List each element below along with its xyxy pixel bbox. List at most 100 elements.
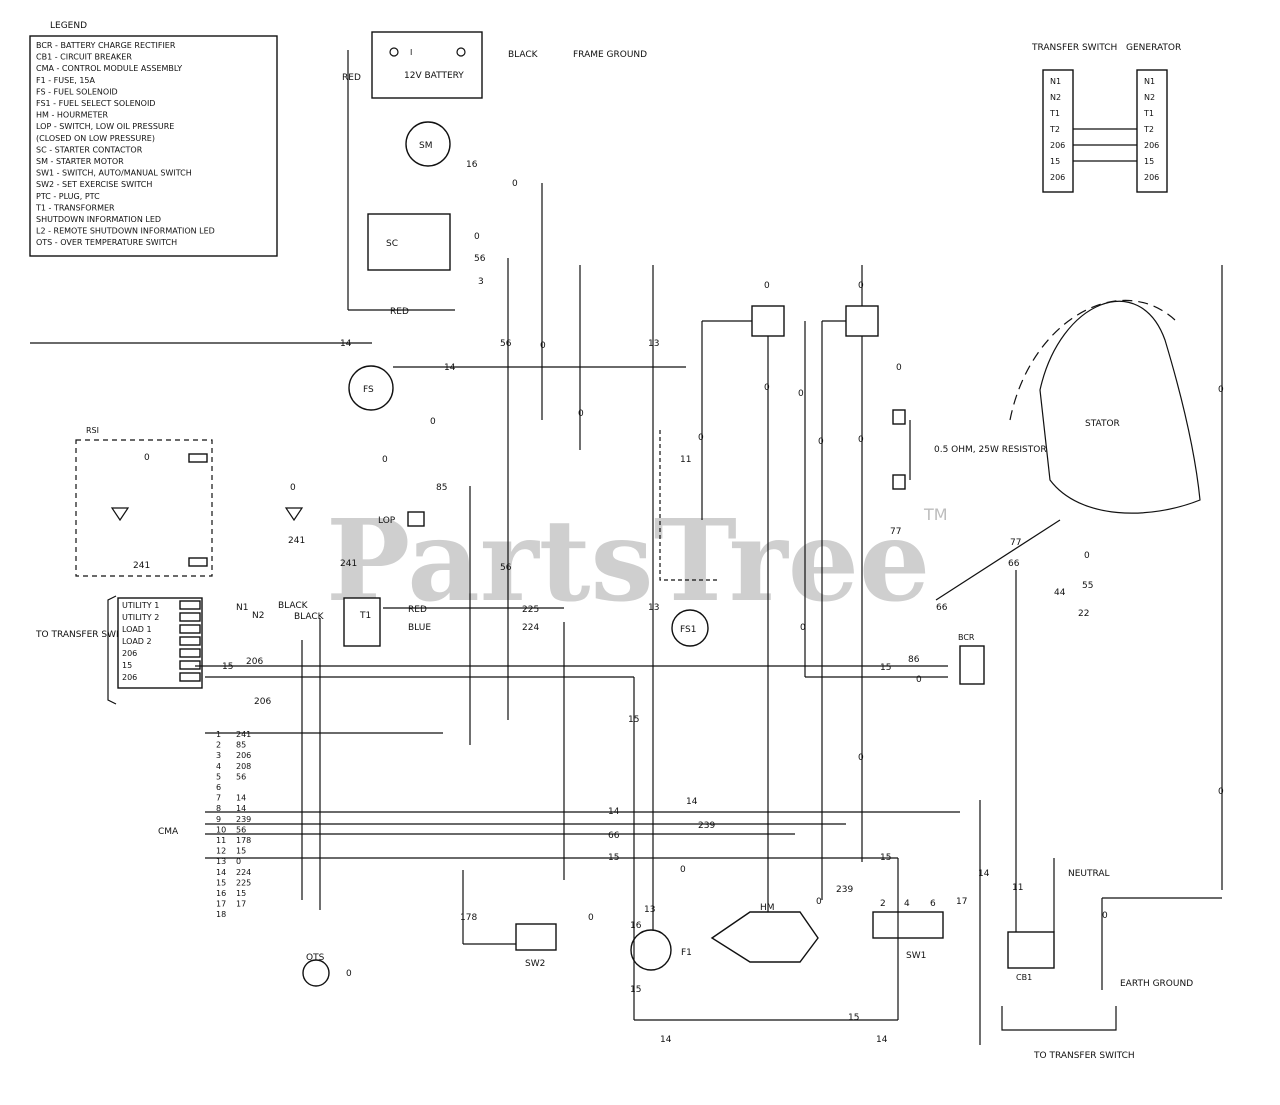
legend-item: SM - STARTER MOTOR xyxy=(36,157,124,166)
cma-label: CMA xyxy=(158,827,179,837)
neutral-label: NEUTRAL xyxy=(1068,869,1110,879)
ts-block-terminal xyxy=(179,660,201,670)
legend-item: OTS - OVER TEMPERATURE SWITCH xyxy=(36,238,177,247)
ts-block-row: UTILITY 1 xyxy=(122,601,159,610)
cma-pin-number: 2 xyxy=(216,741,221,750)
wl-14-g: 14 xyxy=(876,1035,888,1045)
legend-item: SW1 - SWITCH, AUTO/MANUAL SWITCH xyxy=(36,169,192,178)
cma-pin-number: 7 xyxy=(216,794,221,803)
wl-0-j: 0 xyxy=(382,455,388,465)
legend-item: SC - STARTER CONTACTOR xyxy=(36,145,143,154)
wl-66-c: 66 xyxy=(608,831,620,841)
wl-206-b: 206 xyxy=(254,697,271,707)
wire-66 xyxy=(935,519,1061,601)
wl-0-h: 0 xyxy=(896,363,902,373)
transfer-terminal: N1 xyxy=(1050,77,1061,86)
sw1-pin-4: 4 xyxy=(904,899,910,909)
earth-ground-label: EARTH GROUND xyxy=(1120,979,1193,989)
cma-pin-number: 1 xyxy=(216,730,221,739)
starter-contactor-label: SC xyxy=(386,239,398,249)
wl-241-c: 241 xyxy=(340,559,357,569)
wl-0-b: 0 xyxy=(540,341,546,351)
wl-15-b: 15 xyxy=(222,662,233,672)
wire-label-sc-0: 0 xyxy=(474,232,480,242)
transformer-box xyxy=(343,597,381,647)
ts-n1: N1 xyxy=(236,603,248,613)
battery-terminal-pos xyxy=(456,47,466,57)
wl-224: 224 xyxy=(522,623,539,633)
wl-0-i: 0 xyxy=(144,453,150,463)
wire-label-241-b: 241 xyxy=(288,536,305,546)
cma-pin-number: 13 xyxy=(216,857,226,866)
cma-pin-number: 14 xyxy=(216,868,226,877)
wl-15-g: 15 xyxy=(848,1013,859,1023)
wl-0-o: 0 xyxy=(588,913,594,923)
transfer-connector: TRANSFER SWITCH GENERATOR N1N2T1T2206152… xyxy=(1031,43,1181,193)
cma-pin-wire: 239 xyxy=(236,815,251,824)
legend-title: LEGEND xyxy=(50,21,87,31)
ts-black-2: BLACK xyxy=(294,612,325,622)
wl-15-c: 15 xyxy=(628,715,639,725)
cma-pin-number: 5 xyxy=(216,772,221,781)
transfer-terminal: N2 xyxy=(1050,93,1061,102)
wl-0-t: 0 xyxy=(698,433,704,443)
legend-item: T1 - TRANSFORMER xyxy=(35,203,115,212)
wl-225: 225 xyxy=(522,605,539,615)
led-connector-bottom xyxy=(188,557,208,567)
legend-item: SHUTDOWN INFORMATION LED xyxy=(36,215,161,224)
wl-178: 178 xyxy=(460,913,477,923)
battery-minus: I xyxy=(410,48,412,57)
transformer: T1 RED BLUE xyxy=(343,597,431,647)
cma-pin-wire: 15 xyxy=(236,889,246,898)
wl-66-b: 66 xyxy=(936,603,948,613)
f1-label: F1 xyxy=(681,948,692,958)
fuel-solenoid-circle xyxy=(348,365,394,411)
wl-0-e: 0 xyxy=(764,281,770,291)
ts-block-row: LOAD 1 xyxy=(122,625,152,634)
wl-0-r: 0 xyxy=(1218,385,1224,395)
cb1-label: CB1 xyxy=(1016,973,1032,982)
wl-13-a: 13 xyxy=(648,339,659,349)
stator-dash xyxy=(1009,299,1176,421)
transformer-label: T1 xyxy=(359,611,371,621)
wl-17: 17 xyxy=(956,897,967,907)
sw1-switch xyxy=(872,911,944,939)
wl-14-e: 14 xyxy=(978,869,990,879)
bcr-box xyxy=(959,645,985,685)
sw1-label: SW1 xyxy=(906,951,926,961)
ts-block-terminal xyxy=(179,672,201,682)
transfer-switch-title: TRANSFER SWITCH xyxy=(1031,43,1117,53)
ts-n2: N2 xyxy=(252,611,264,621)
ots-label: OTS xyxy=(306,953,325,963)
wl-66-a: 66 xyxy=(1008,559,1020,569)
transformer-blue: BLUE xyxy=(408,623,431,633)
dashed-fs1 xyxy=(659,430,720,581)
cma-pin-number: 4 xyxy=(216,762,221,771)
legend-item: L2 - REMOTE SHUTDOWN INFORMATION LED xyxy=(36,227,215,236)
legend-item: CB1 - CIRCUIT BREAKER xyxy=(36,53,132,62)
transfer-terminal: 206 xyxy=(1050,173,1065,182)
wire-label-241-a: 241 xyxy=(133,561,150,571)
wl-13-c: 13 xyxy=(644,905,655,915)
sw1-pin-2: 2 xyxy=(880,899,886,909)
battery-black-label: BLACK xyxy=(508,50,539,60)
cma-pin-wire: 15 xyxy=(236,847,246,856)
lop-label: LOP xyxy=(378,516,396,526)
starter-motor-label: SM xyxy=(419,141,432,151)
ts-block-row: UTILITY 2 xyxy=(122,613,159,622)
wire-label-3: 3 xyxy=(478,277,484,287)
ts-black-1: BLACK xyxy=(278,601,309,611)
ts-block-row: 206 xyxy=(122,673,137,682)
stator-outline xyxy=(1039,300,1201,514)
wl-77-a: 77 xyxy=(890,527,901,537)
wl-0-w: 0 xyxy=(858,435,864,445)
resistor-top xyxy=(892,409,906,425)
wl-0-f: 0 xyxy=(764,383,770,393)
legend-item: LOP - SWITCH, LOW OIL PRESSURE xyxy=(36,122,174,131)
generator-terminal: 206 xyxy=(1144,141,1159,150)
